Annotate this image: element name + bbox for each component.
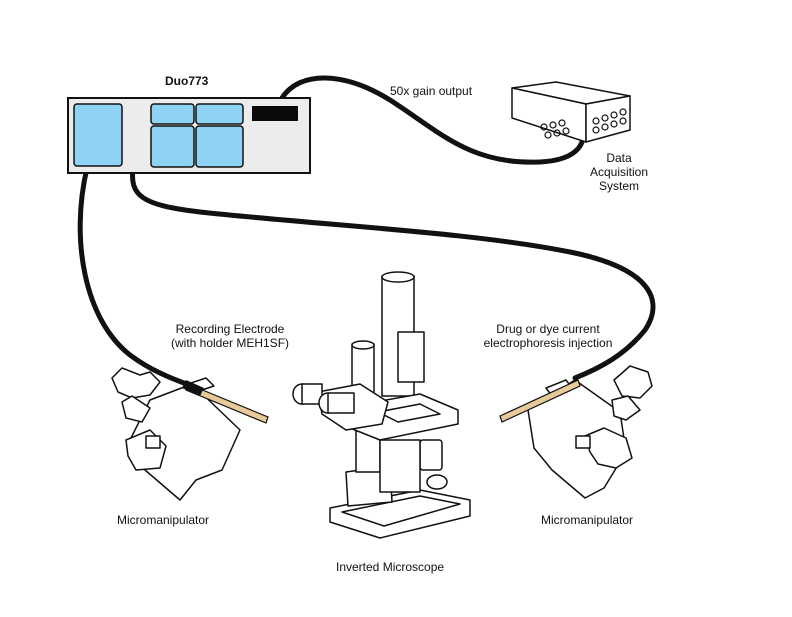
right-micromanipulator-label: Micromanipulator [541, 513, 634, 527]
recording-electrode-label: Recording Electrode (with holder MEH1SF) [160, 322, 300, 350]
recording-electrode [182, 380, 269, 424]
microscope-stage-insert [377, 403, 441, 423]
microscope-pillar-top [381, 271, 415, 283]
amplifier-display-bottom-left [150, 125, 195, 168]
right-manip-knob-mid [611, 395, 641, 421]
amplifier-display-top-right [195, 103, 244, 125]
microscope-lower-body [379, 439, 421, 493]
daq-label-line1: Data [606, 151, 632, 165]
daq-label-line3: System [598, 179, 639, 193]
amplifier-display-bottom-right [195, 125, 244, 168]
amplifier-display-top-left [150, 103, 195, 125]
microscope-focus-knob [419, 439, 443, 471]
daq-label-line2: Acquisition [589, 165, 649, 179]
gain-output-label: 50x gain output [390, 84, 473, 98]
inverted-microscope-label: Inverted Microscope [336, 560, 445, 574]
injection-electrode [499, 379, 581, 423]
inverted-microscope [292, 271, 471, 539]
gain-output-cable [279, 75, 586, 165]
microscope-focus-knob-front [426, 474, 448, 490]
cables [77, 75, 656, 389]
left-manip-knob-mid [121, 395, 151, 423]
left-manip-clamp [145, 435, 161, 449]
recording-electrode-cable [77, 165, 195, 389]
right-manip-knob-low [584, 427, 633, 469]
drug-injection-label-line2: electrophoresis injection [483, 336, 613, 350]
recording-electrode-label-line2: (with holder MEH1SF) [170, 336, 290, 350]
microscope-lamp-arm-top [351, 340, 375, 350]
microscope-condenser [397, 331, 425, 383]
drug-injection-label: Drug or dye current electrophoresis inje… [468, 322, 628, 350]
left-manip-knob-top [111, 367, 161, 399]
daq-connectors [540, 108, 627, 139]
duo773-amplifier [67, 97, 311, 174]
right-manip-clamp [575, 435, 591, 449]
injection-cable [130, 165, 656, 381]
microscope-base-inner [341, 495, 461, 527]
amplifier-black-display [252, 106, 298, 121]
drug-injection-label-line1: Drug or dye current [496, 322, 600, 336]
data-acquisition-system [511, 81, 631, 143]
right-micromanipulator [527, 365, 653, 499]
microscope-eyepieces [292, 383, 355, 414]
duo773-label: Duo773 [165, 74, 209, 88]
left-micromanipulator [111, 367, 241, 501]
recording-electrode-holder [182, 380, 204, 396]
amplifier-left-display [73, 103, 123, 167]
recording-electrode-label-line1: Recording Electrode [175, 322, 285, 336]
injection-electrode-glass [499, 379, 581, 423]
daq-label: Data Acquisition System [585, 151, 653, 193]
right-manip-knob-top [613, 365, 653, 399]
left-micromanipulator-label: Micromanipulator [117, 513, 210, 527]
